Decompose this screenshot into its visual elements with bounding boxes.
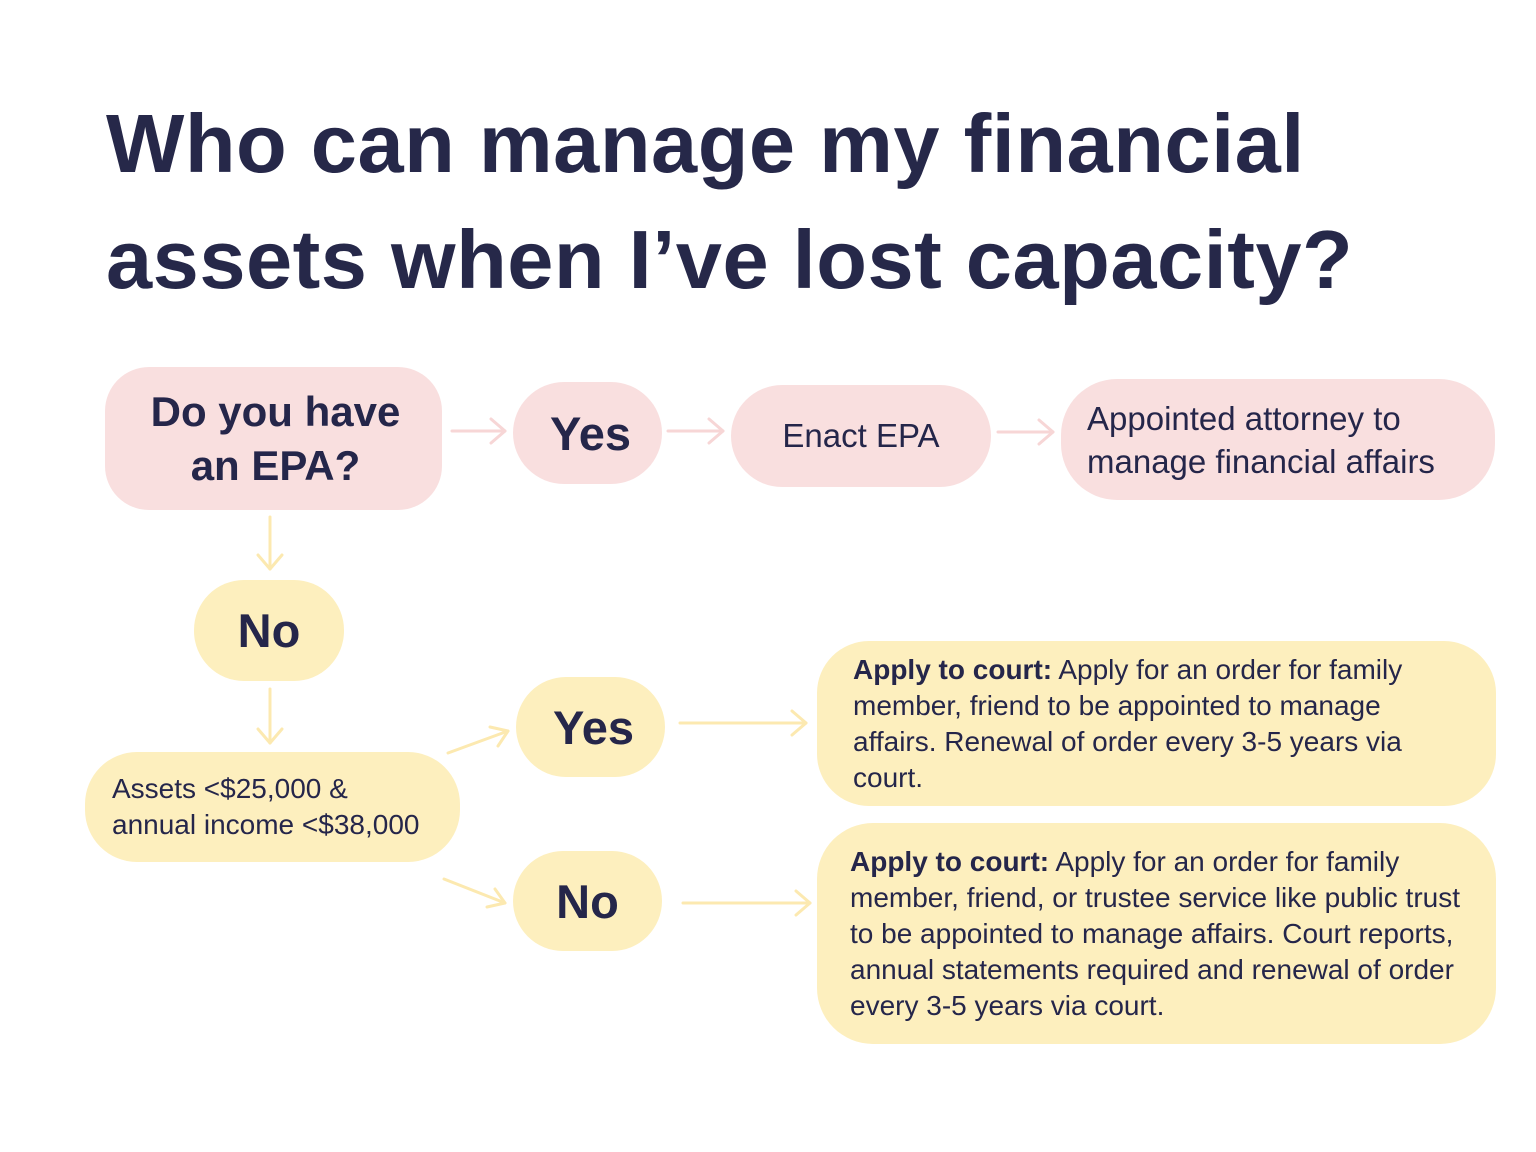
no-epa-node: No (194, 580, 344, 681)
epa-question-node: Do you have an EPA? (105, 367, 442, 510)
arrow-yes-to-enact (666, 417, 725, 445)
arrow-question-to-yes (450, 417, 507, 445)
court-no-node: Apply to court: Apply for an order for f… (817, 823, 1496, 1044)
court-no-description: Apply for an order for family member, fr… (850, 845, 1461, 1021)
arrow-assets-to-no (442, 877, 507, 909)
court-no-text: Apply to court: Apply for an order for f… (850, 844, 1462, 1024)
court-no-label: Apply to court: (850, 845, 1050, 877)
arrow-assets-to-yes (446, 725, 510, 755)
court-yes-text: Apply to court: Apply for an order for f… (853, 652, 1456, 796)
arrow-yes-to-court (678, 709, 808, 737)
appointed-attorney-node: Appointed attorney to manage financial a… (1061, 379, 1495, 500)
court-yes-node: Apply to court: Apply for an order for f… (817, 641, 1496, 806)
arrow-question-to-no (256, 515, 284, 571)
assets-income-test-node: Assets <$25,000 & annual income <$38,000 (85, 752, 460, 862)
arrow-no-to-assets (256, 687, 284, 745)
court-yes-description: Apply for an order for family member, fr… (853, 653, 1403, 793)
yes-assets-node: Yes (516, 677, 665, 777)
yes-epa-node: Yes (513, 382, 662, 484)
court-yes-label: Apply to court: (853, 653, 1053, 685)
enact-epa-node: Enact EPA (731, 385, 991, 487)
arrow-enact-to-attorney (996, 418, 1055, 446)
page-title: Who can manage my financial assets when … (106, 97, 1354, 306)
arrow-no-to-court (681, 889, 812, 917)
no-assets-node: No (513, 851, 662, 951)
